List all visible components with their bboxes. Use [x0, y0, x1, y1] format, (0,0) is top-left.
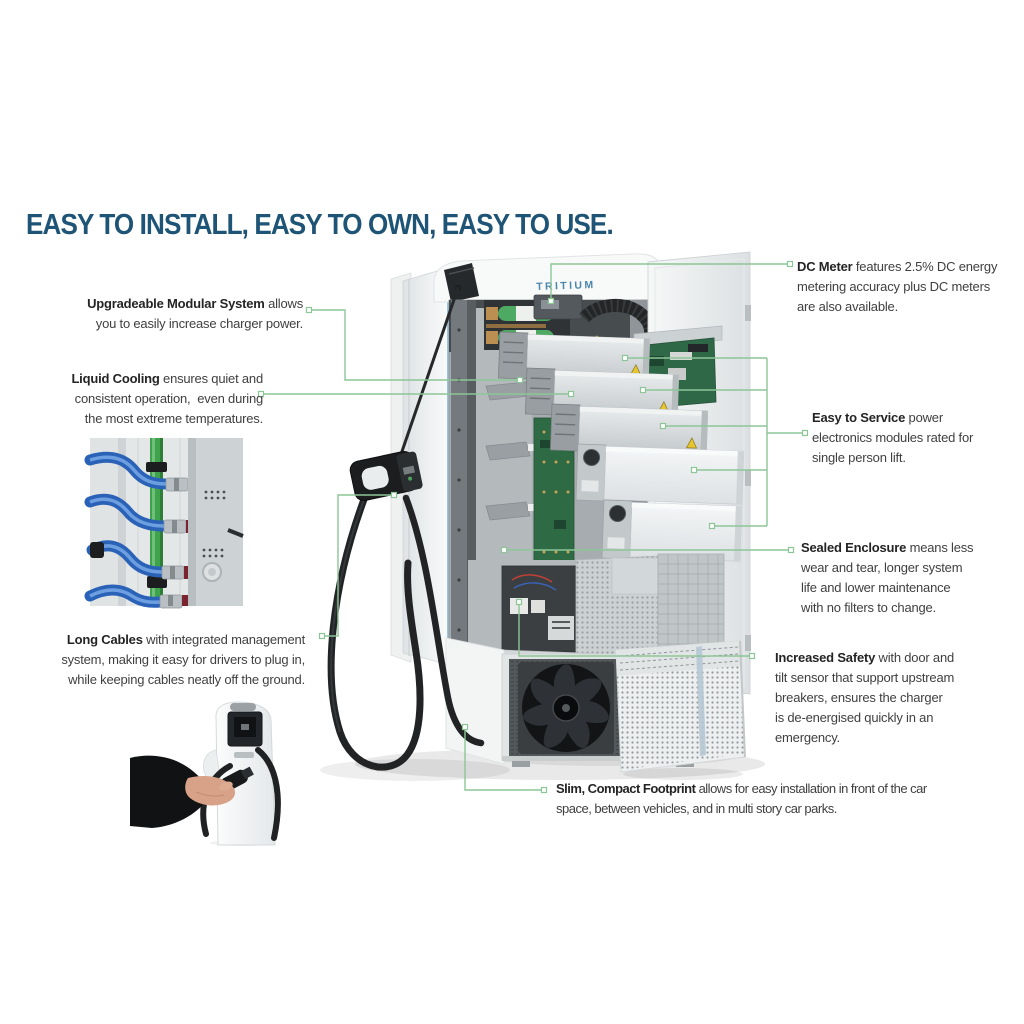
callout-bold: Easy to Service — [812, 410, 906, 425]
leader-line-upgradeable — [311, 309, 518, 381]
leader-endpoint-markers — [257, 260, 809, 794]
callout-text: with door and — [875, 650, 955, 665]
lower-electrical-compartment — [468, 553, 725, 658]
dc-meter-unit — [533, 294, 583, 320]
callout-text: means less — [906, 540, 974, 555]
callout-sealed-enclosure: Sealed Enclosure means less wear and tea… — [801, 538, 974, 618]
callout-upgradeable-modular-system: Upgradeable Modular System allows you to… — [87, 294, 303, 334]
pillar-cable — [255, 747, 281, 841]
grille-blue-stripe — [696, 646, 706, 756]
cooling-fan — [522, 664, 610, 752]
callout-dc-meter: DC Meter features 2.5% DC energy meterin… — [797, 257, 997, 317]
page-title: EASY TO INSTALL, EASY TO OWN, EASY TO US… — [26, 209, 614, 242]
callout-line: while keeping cables neatly off the grou… — [68, 672, 305, 687]
perforated-panel — [575, 555, 659, 658]
callout-line: wear and tear, longer system — [801, 560, 963, 575]
callout-bold: Upgradeable Modular System — [87, 296, 265, 311]
callout-line: tilt sensor that support upstream — [775, 670, 955, 685]
callout-liquid-cooling: Liquid Cooling ensures quiet and consist… — [71, 369, 263, 429]
sealed-grid-panel — [657, 553, 725, 655]
callout-line: metering accuracy plus DC meters — [797, 279, 990, 294]
callout-line: Slim, Compact Footprint allows for easy … — [556, 779, 927, 799]
callout-line: Easy to Service power — [812, 408, 973, 428]
callout-slim-footprint: Slim, Compact Footprint allows for easy … — [556, 779, 927, 819]
callout-bold: Increased Safety — [775, 650, 876, 665]
leader-line-slim-footprint — [464, 729, 542, 791]
side-panel — [188, 438, 244, 606]
hand — [185, 776, 236, 806]
power-module-1 — [498, 331, 651, 383]
charging-cable — [402, 494, 485, 747]
callout-easy-to-service: Easy to Service power electronics module… — [812, 408, 973, 468]
arm-sleeve — [130, 755, 214, 828]
callout-text: power — [905, 410, 944, 425]
callout-text: with integrated management — [142, 632, 305, 647]
power-module-3 — [550, 403, 709, 455]
warning-triangle-icon — [685, 437, 698, 449]
callout-line: you to easily increase charger power. — [95, 316, 303, 331]
callout-line: DC Meter features 2.5% DC energy — [797, 257, 997, 277]
callout-line: Sealed Enclosure means less — [801, 538, 974, 558]
callout-line: emergency. — [775, 730, 840, 745]
driver-plugging-in-photo — [130, 701, 281, 846]
callout-bold: Sealed Enclosure — [801, 540, 907, 555]
power-module-stack — [498, 331, 745, 562]
callout-line: life and lower maintenance — [801, 580, 951, 595]
callout-line: electronics modules rated for — [812, 430, 974, 445]
power-module-5 — [601, 499, 743, 562]
power-module-4 — [575, 443, 745, 505]
power-module-2 — [525, 367, 680, 419]
tritium-logo: TRITIUM — [536, 279, 596, 293]
leader-line-long-cables — [324, 494, 392, 637]
leader-line-dc-meter — [550, 263, 789, 299]
callout-line: consistent operation, even during — [74, 391, 264, 406]
callout-line: Increased Safety with door and — [775, 648, 954, 668]
callout-line: space, between vehicles, and in multi st… — [556, 801, 837, 816]
callout-line: system, making it easy for drivers to pl… — [61, 652, 305, 667]
callout-bold: Liquid Cooling — [71, 371, 160, 386]
callout-text: allows — [264, 296, 303, 311]
leader-lines — [263, 263, 803, 791]
callout-line: the most extreme temperatures. — [84, 411, 263, 426]
leader-line-easy-to-service — [627, 357, 803, 527]
blue-coolant-hoses — [84, 451, 172, 608]
callout-text: ensures quiet and — [159, 371, 263, 386]
leader-line-increased-safety — [518, 604, 750, 657]
callout-increased-safety: Increased Safety with door and tilt sens… — [775, 648, 954, 748]
callout-line: breakers, ensures the charger — [775, 690, 943, 705]
door-hinge — [745, 470, 751, 486]
callout-bold: Long Cables — [66, 632, 143, 647]
callout-line: with no filters to change. — [801, 600, 936, 615]
callout-bold: DC Meter — [797, 259, 853, 274]
callout-line: single person lift. — [812, 450, 906, 465]
callout-bold: Slim, Compact Footprint — [556, 781, 696, 796]
callout-line: Long Cables with integrated management — [61, 630, 305, 650]
door-hinge — [745, 635, 751, 651]
callout-line: are also available. — [797, 299, 898, 314]
detached-grille-panel — [615, 640, 746, 780]
callout-long-cables: Long Cables with integrated management s… — [61, 630, 305, 690]
callout-text: features 2.5% DC energy — [852, 259, 998, 274]
callout-line: is de-energised quickly in an — [775, 710, 934, 725]
door-hinge — [745, 305, 751, 321]
liquid-cooling-hoses-photo — [84, 438, 244, 609]
callout-text: allows for easy installation in front of… — [695, 781, 928, 796]
callout-line: Upgradeable Modular System allows — [87, 294, 303, 314]
callout-line: Liquid Cooling ensures quiet and — [71, 369, 263, 389]
cabinet-top-cap — [433, 253, 660, 303]
cable-tension-strap — [395, 286, 460, 468]
